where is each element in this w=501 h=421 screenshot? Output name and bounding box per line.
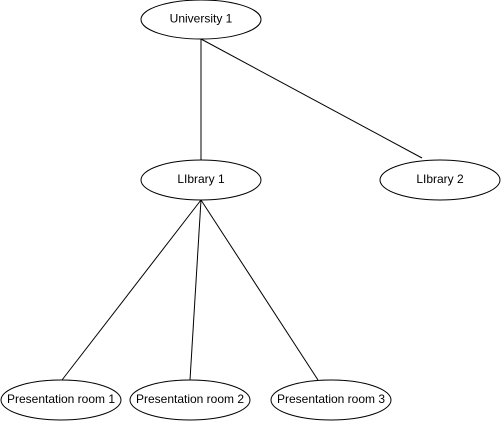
node-presentation-room-3-label: Presentation room 3 [277, 392, 385, 406]
node-university-1-label: University 1 [170, 12, 233, 26]
node-presentation-room-2-label: Presentation room 2 [136, 392, 244, 406]
node-university-1[interactable]: University 1 [140, 0, 262, 40]
edge-university-1-to-library-2 [200, 38, 423, 159]
node-presentation-room-2[interactable]: Presentation room 2 [129, 379, 251, 421]
node-library-1-label: LIbrary 1 [177, 172, 225, 186]
node-presentation-room-1-ellipse [0, 379, 122, 421]
node-presentation-room-3[interactable]: Presentation room 3 [270, 379, 392, 421]
node-presentation-room-1[interactable]: Presentation room 1 [0, 379, 122, 421]
edge-library-1-to-presentation-room-1 [61, 199, 202, 381]
node-library-2-ellipse [379, 159, 501, 201]
edge-library-1-to-presentation-room-3 [200, 199, 319, 381]
node-presentation-room-1-label: Presentation room 1 [7, 392, 115, 406]
node-presentation-room-3-ellipse [270, 379, 392, 421]
node-library-2-label: LIbrary 2 [416, 172, 464, 186]
node-library-1-ellipse [140, 159, 262, 201]
edge-library-1-to-presentation-room-2 [189, 199, 202, 381]
node-library-2[interactable]: LIbrary 2 [379, 159, 501, 201]
node-presentation-room-2-ellipse [129, 379, 251, 421]
node-university-1-ellipse [140, 0, 262, 40]
node-library-1[interactable]: LIbrary 1 [140, 159, 262, 201]
